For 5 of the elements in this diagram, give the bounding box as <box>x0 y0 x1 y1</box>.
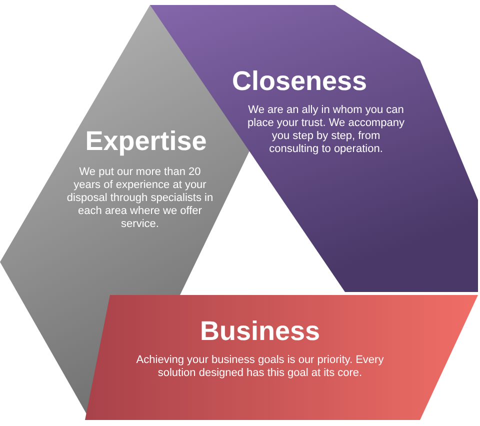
band-heading: Expertise <box>84 126 208 157</box>
band-description: We are an ally in whom you can place your trust. We accompany you step by step, from consulting to operation. <box>246 104 406 156</box>
band-description: Achieving your business goals is our priority. Every solution designed has this goal at its core. <box>135 354 385 380</box>
band-description: We put our more than 20 years of experience at your disposal through specialists in each area where we offer service. <box>66 166 214 231</box>
band-heading: Business <box>198 316 322 347</box>
